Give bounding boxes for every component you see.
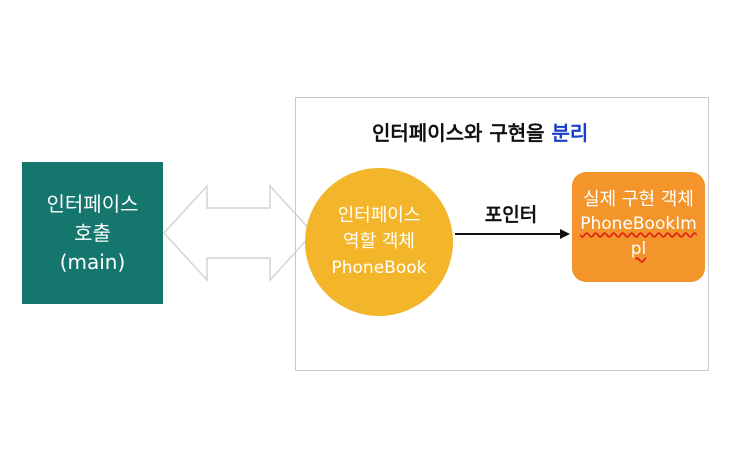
title-accent: 분리: [551, 121, 589, 145]
role-line-1: 인터페이스: [337, 205, 421, 226]
separation-frame: [295, 97, 709, 371]
caller-line-2: 호출: [74, 220, 111, 245]
caller-line-1: 인터페이스: [46, 191, 139, 216]
interface-role-circle: 인터페이스 역할 객체 PhoneBook: [305, 168, 453, 316]
implementation-object-box: 실제 구현 객체 PhoneBookImpl: [572, 172, 705, 282]
role-line-3: PhoneBook: [331, 258, 427, 278]
pointer-arrow-head: [560, 229, 570, 239]
role-line-2: 역할 객체: [343, 231, 415, 252]
interface-caller-box: 인터페이스 호출 (main): [22, 162, 163, 304]
impl-line-2: PhoneBookImpl: [580, 214, 697, 259]
title-text: 인터페이스와 구현을: [372, 121, 552, 145]
caller-line-3: (main): [59, 249, 126, 274]
bidirectional-arrow-shape: [162, 184, 315, 282]
diagram-title: 인터페이스와 구현을 분리: [372, 117, 632, 146]
pointer-label: 포인터: [484, 204, 538, 226]
impl-line-1: 실제 구현 객체: [583, 189, 694, 210]
